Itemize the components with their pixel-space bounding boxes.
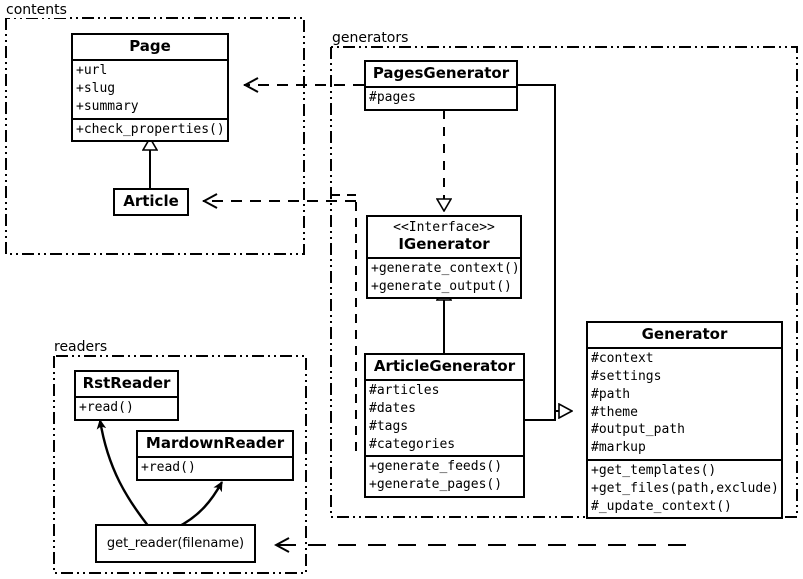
attribute-row: #settings	[591, 369, 662, 385]
class-igenerator-stereotype: <<Interface>>	[393, 220, 495, 235]
class-articlegenerator[interactable]: ArticleGenerator #articles #dates #tags …	[364, 353, 525, 499]
class-generator-title: Generator	[641, 325, 728, 343]
class-page-methods: +check_properties()	[73, 117, 227, 141]
class-page-title: Page	[129, 37, 171, 55]
function-get-reader[interactable]: get_reader(filename)	[95, 524, 256, 563]
method-row: +generate_pages()	[369, 477, 503, 493]
class-rstreader-methods: +read()	[76, 396, 177, 419]
articlegenerator-inherits-generator-connector	[525, 411, 556, 421]
class-mardownreader[interactable]: MardownReader +read()	[136, 430, 294, 482]
method-row: +read()	[79, 400, 134, 416]
attribute-row: #output_path	[591, 422, 685, 438]
readers-package-label: readers	[52, 339, 110, 355]
attribute-row: #theme	[591, 404, 638, 420]
method-row: +generate_feeds()	[369, 459, 503, 475]
attribute-row: +slug	[76, 81, 116, 97]
pagesgenerator-inherits-generator-connector	[518, 84, 572, 411]
class-articlegenerator-title: ArticleGenerator	[373, 357, 516, 375]
attribute-row: #articles	[369, 383, 440, 399]
generators-inner-frame	[331, 194, 357, 455]
attribute-row: #categories	[369, 436, 456, 452]
class-igenerator-name: IGenerator	[398, 234, 490, 253]
attribute-row: #tags	[369, 418, 409, 434]
class-pagesgenerator[interactable]: PagesGenerator #pages	[364, 60, 518, 112]
attribute-row: +summary	[76, 98, 139, 114]
attribute-row: #pages	[369, 90, 416, 106]
class-igenerator-methods: +generate_context() +generate_output()	[368, 256, 520, 298]
method-row: +generate_output()	[371, 278, 512, 294]
class-rstreader-title: RstReader	[82, 374, 171, 392]
class-articlegenerator-methods: +generate_feeds() +generate_pages()	[366, 455, 523, 496]
method-row: +read()	[141, 460, 196, 476]
get-reader-returns-mardownreader-connector	[175, 481, 224, 530]
class-mardownreader-title: MardownReader	[145, 434, 285, 452]
class-generator-methods: +get_templates() +get_files(path,exclude…	[588, 459, 781, 517]
attribute-row: +url	[76, 63, 108, 79]
method-row: +get_files(path,exclude)	[591, 480, 779, 496]
class-article-title: Article	[123, 192, 179, 210]
method-row: #_update_context()	[591, 498, 732, 514]
class-pagesgenerator-attributes: #pages	[366, 86, 516, 109]
class-generator-attributes: #context #settings #path #theme #output_…	[588, 347, 781, 459]
function-get-reader-label: get_reader(filename)	[106, 536, 245, 551]
class-page-attributes: +url +slug +summary	[73, 59, 227, 117]
class-pagesgenerator-title: PagesGenerator	[372, 64, 510, 82]
attribute-row: #dates	[369, 401, 416, 417]
class-igenerator-title: <<Interface>> IGenerator	[368, 217, 520, 257]
class-rstreader[interactable]: RstReader +read()	[74, 370, 179, 422]
attribute-row: #markup	[591, 440, 646, 456]
class-generator[interactable]: Generator #context #settings #path #them…	[586, 321, 783, 520]
class-article[interactable]: Article	[113, 188, 189, 217]
generators-package-label: generators	[330, 30, 411, 46]
class-igenerator[interactable]: <<Interface>> IGenerator +generate_conte…	[366, 215, 522, 300]
method-row: +generate_context()	[371, 260, 520, 276]
method-row: +get_templates()	[591, 463, 717, 479]
class-page[interactable]: Page +url +slug +summary +check_properti…	[71, 33, 229, 143]
attribute-row: #path	[591, 386, 631, 402]
method-row: +check_properties()	[76, 121, 225, 137]
class-articlegenerator-attributes: #articles #dates #tags #categories	[366, 379, 523, 455]
contents-package-label: contents	[4, 2, 69, 18]
attribute-row: #context	[591, 351, 654, 367]
class-mardownreader-methods: +read()	[138, 456, 292, 479]
